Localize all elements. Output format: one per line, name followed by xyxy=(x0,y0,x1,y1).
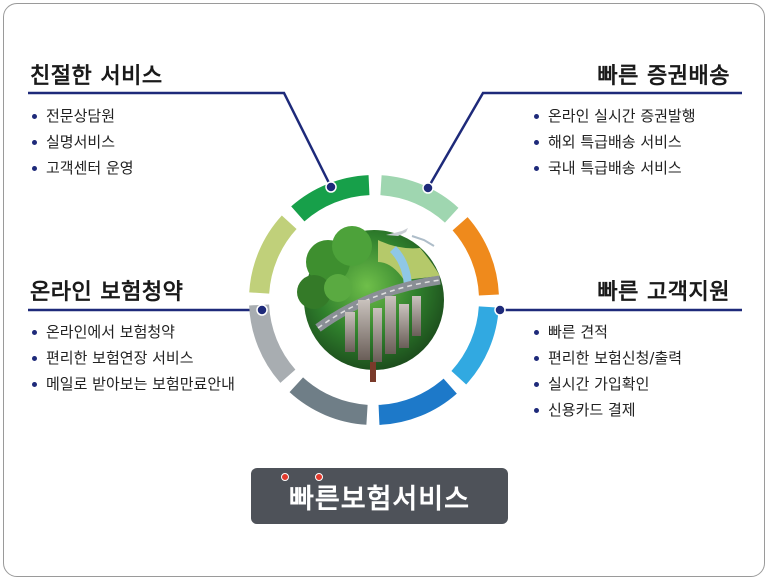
list-item: 해외 특급배송 서비스 xyxy=(532,129,696,155)
ring xyxy=(249,175,499,425)
connector-dots xyxy=(256,181,506,316)
ring-segment xyxy=(380,175,459,223)
list-support: 빠른 견적 편리한 보험신청/출력 실시간 가입확인 신용카드 결제 xyxy=(532,319,682,423)
list-item: 온라인 실시간 증권발행 xyxy=(532,103,696,129)
connector-lines xyxy=(28,91,742,312)
section-title-delivery: 빠른 증권배송 xyxy=(597,64,730,89)
list-item: 편리한 보험연장 서비스 xyxy=(30,345,235,371)
connector-dot-support xyxy=(494,304,506,316)
section-title-friendly: 친절한 서비스 xyxy=(30,64,163,89)
ring-segment xyxy=(291,175,370,222)
list-item: 편리한 보험신청/출력 xyxy=(532,345,682,371)
list-item: 실시간 가입확인 xyxy=(532,371,682,397)
list-item: 전문상담원 xyxy=(30,103,134,129)
list-item: 빠른 견적 xyxy=(532,319,682,345)
list-delivery: 온라인 실시간 증권발행 해외 특급배송 서비스 국내 특급배송 서비스 xyxy=(532,103,696,181)
section-title-online: 온라인 보험청약 xyxy=(30,280,184,305)
list-item: 고객센터 운영 xyxy=(30,155,134,181)
ring-segment xyxy=(378,378,457,425)
ring-segment xyxy=(289,377,368,425)
earth-city-icon xyxy=(297,226,444,382)
connector-line-delivery xyxy=(426,91,742,189)
ring-segment xyxy=(451,306,499,385)
list-online: 온라인에서 보험청약 편리한 보험연장 서비스 메일로 받아보는 보험만료안내 xyxy=(30,319,235,397)
ring-segment xyxy=(452,217,499,296)
accent-dot xyxy=(281,473,289,481)
list-item: 국내 특급배송 서비스 xyxy=(532,155,696,181)
connector-dot-delivery xyxy=(422,182,434,194)
accent-dot xyxy=(315,473,323,481)
connector-line-friendly xyxy=(28,91,333,188)
connector-dot-online xyxy=(256,304,268,316)
list-item: 온라인에서 보험청약 xyxy=(30,319,235,345)
list-item: 메일로 받아보는 보험만료안내 xyxy=(30,371,235,397)
list-friendly: 전문상담원 실명서비스 고객센터 운영 xyxy=(30,103,134,181)
list-item: 신용카드 결제 xyxy=(532,397,682,423)
fast-insurance-service-button[interactable]: 빠른보험서비스 xyxy=(251,468,508,524)
list-item: 실명서비스 xyxy=(30,129,134,155)
section-title-support: 빠른 고객지원 xyxy=(597,280,730,305)
ring-segment xyxy=(249,304,296,383)
ring-segment xyxy=(249,215,297,294)
footer-label: 빠른보험서비스 xyxy=(289,483,470,515)
connector-dot-friendly xyxy=(325,181,337,193)
